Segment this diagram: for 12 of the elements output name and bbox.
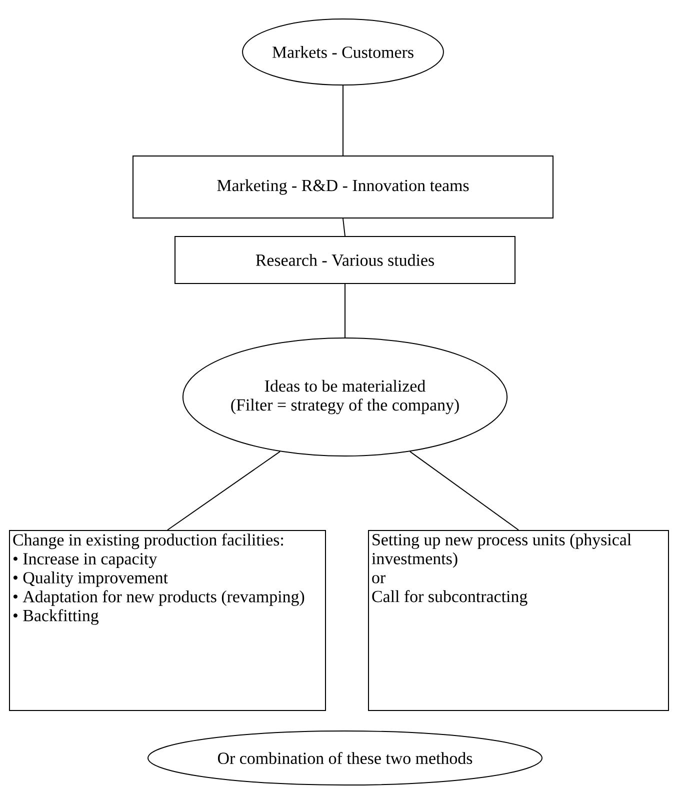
connector-line <box>342 218 346 236</box>
oval: Markets - Customers <box>242 18 444 86</box>
process-box: Change in existing production facilities: • Increase in capacity • Quality improvement • Adaptation for new products (revamping) • Backfitting <box>9 530 326 711</box>
oval: Or combination of these two methods <box>148 730 542 786</box>
process-box: Marketing - R&D - Innovation teams <box>132 156 554 218</box>
connector-line <box>344 284 346 338</box>
connector-line <box>342 85 344 156</box>
connector-line <box>410 451 519 530</box>
process-box: Setting up new process units (physical investments) or Call for subcontracting <box>368 530 669 711</box>
process-box: Research - Various studies <box>174 236 516 284</box>
oval: Ideas to be materialized (Filter = strategy of the company) <box>182 338 508 456</box>
connector-line <box>167 451 280 530</box>
